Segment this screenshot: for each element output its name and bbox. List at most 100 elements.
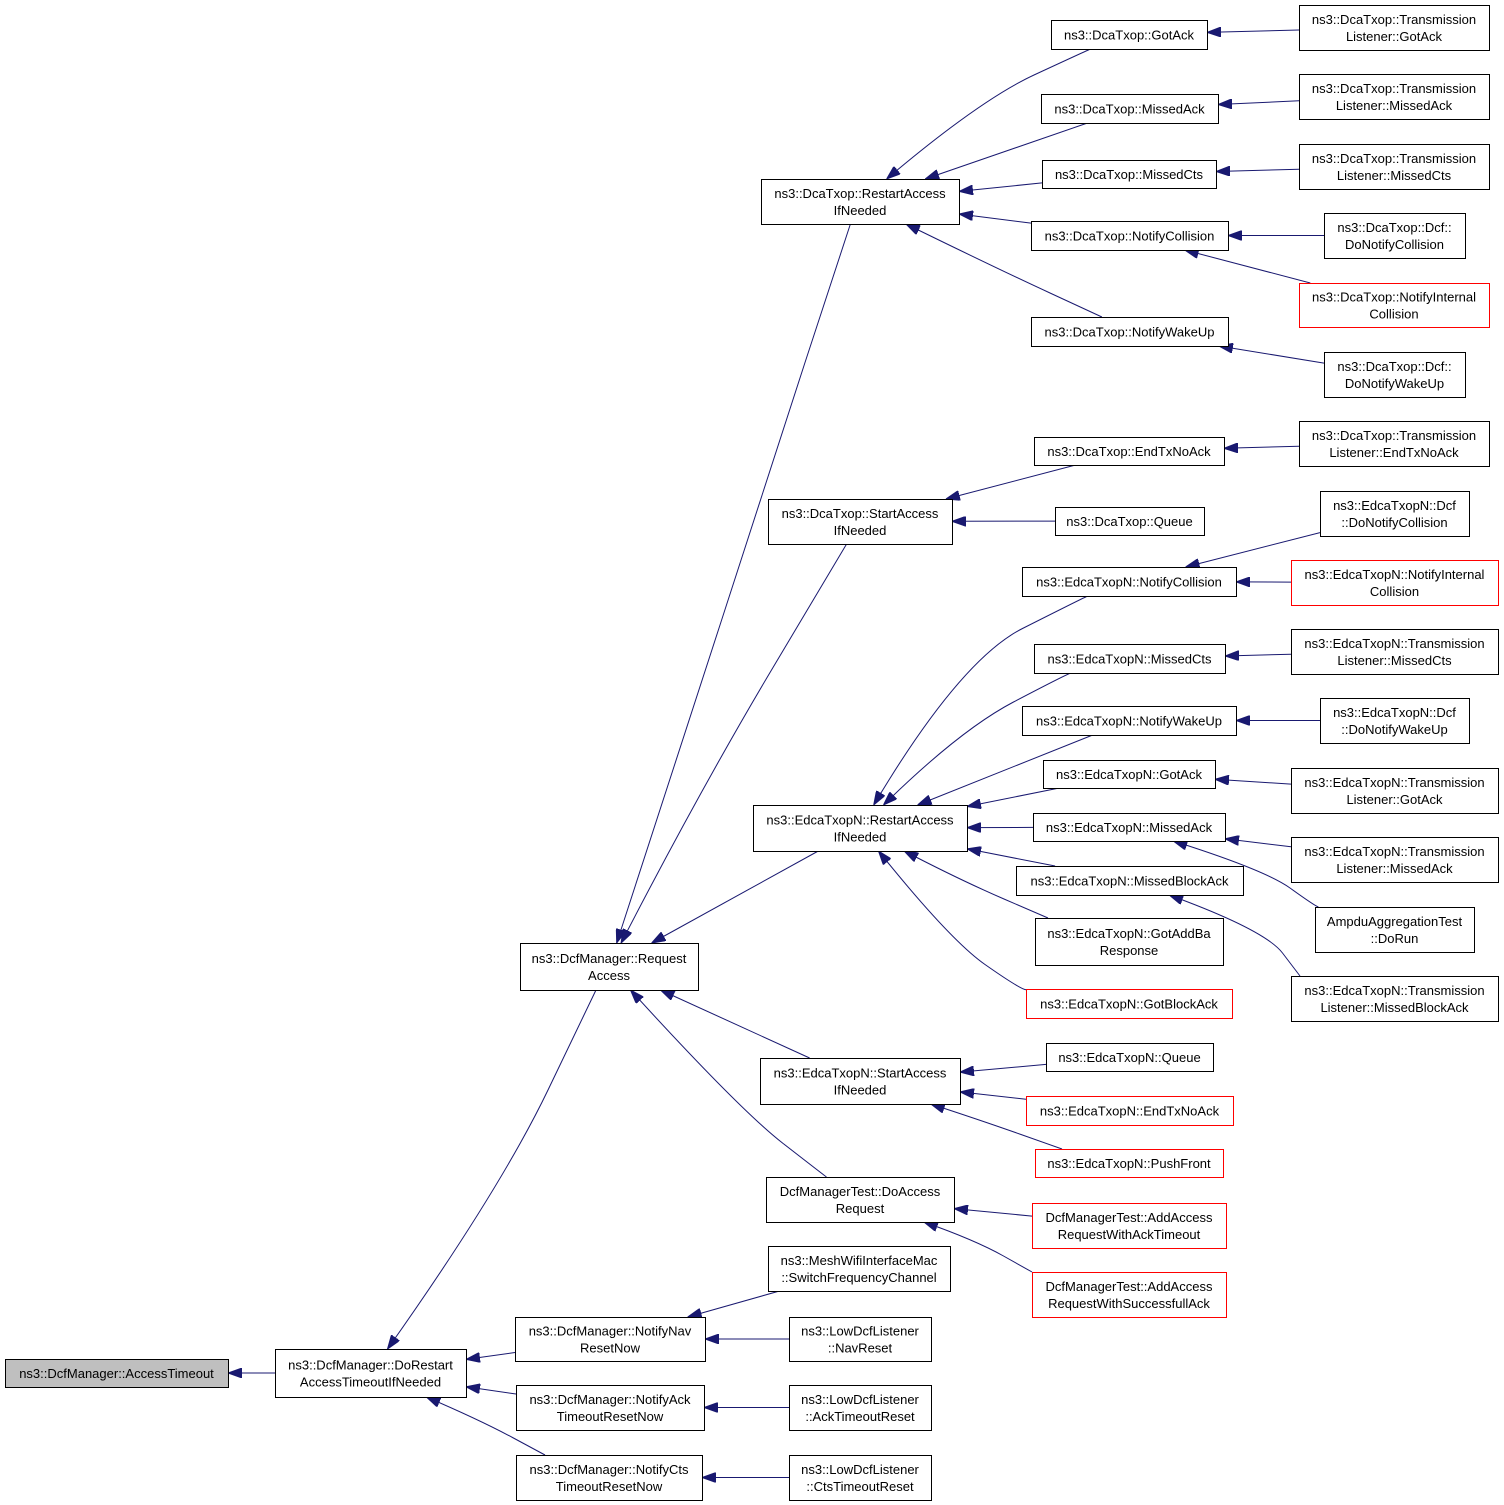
- node-label-line: DcfManagerTest::AddAccess: [1046, 1210, 1213, 1225]
- node-label-line: IfNeeded: [834, 830, 887, 845]
- node-edca-gotack[interactable]: ns3::EdcaTxopN::GotAck: [1043, 760, 1216, 789]
- node-notify-ack-reset[interactable]: ns3::DcfManager::NotifyAckTimeoutResetNo…: [516, 1385, 705, 1431]
- node-low-ctsreset[interactable]: ns3::LowDcfListener::CtsTimeoutReset: [789, 1455, 932, 1501]
- edge-line: [960, 1063, 1047, 1072]
- edge-line: [617, 223, 851, 943]
- edge-line: [931, 1104, 1063, 1150]
- node-do-restart[interactable]: ns3::DcfManager::DoRestartAccessTimeoutI…: [275, 1349, 467, 1398]
- node-dca-missedack[interactable]: ns3::DcaTxop::MissedAck: [1041, 94, 1219, 124]
- node-dca-notifywakeup[interactable]: ns3::DcaTxop::NotifyWakeUp: [1031, 317, 1229, 347]
- node-label-line: DoNotifyCollision: [1345, 237, 1444, 252]
- edge-line: [959, 214, 1032, 224]
- node-edca-missedcts[interactable]: ns3::EdcaTxopN::MissedCts: [1034, 644, 1226, 674]
- edge-line: [1218, 101, 1300, 105]
- node-ampdu-dorun[interactable]: AmpduAggregationTest::DoRun: [1315, 907, 1475, 953]
- node-access-timeout[interactable]: ns3::DcfManager::AccessTimeout: [5, 1359, 229, 1388]
- edge-edca_tl_missedcts-to-edca_missedcts: [1225, 654, 1292, 656]
- node-edca-dcf-donotifycollision[interactable]: ns3::EdcaTxopN::Dcf::DoNotifyCollision: [1320, 491, 1470, 537]
- node-edca-queue[interactable]: ns3::EdcaTxopN::Queue: [1046, 1043, 1214, 1072]
- node-box: [768, 499, 953, 545]
- node-edca-notifycollision[interactable]: ns3::EdcaTxopN::NotifyCollision: [1022, 567, 1237, 597]
- edge-line: [967, 787, 1060, 807]
- edge-dcftest_successack-to-dcftest_doaccess: [924, 1222, 1033, 1273]
- node-label-line: ns3::DcaTxop::Transmission: [1312, 12, 1476, 27]
- node-dca-tl-missedcts[interactable]: ns3::DcaTxop::TransmissionListener::Miss…: [1299, 144, 1490, 190]
- node-box: [275, 1349, 467, 1398]
- node-box: [1022, 706, 1237, 736]
- edge-line: [661, 990, 810, 1059]
- node-edca-tl-missedcts[interactable]: ns3::EdcaTxopN::TransmissionListener::Mi…: [1291, 629, 1499, 675]
- node-label-line: ns3::EdcaTxopN::NotifyInternal: [1305, 567, 1485, 582]
- node-dca-gotack[interactable]: ns3::DcaTxop::GotAck: [1051, 20, 1208, 50]
- node-dca-dcf-donotifycollision[interactable]: ns3::DcaTxop::Dcf::DoNotifyCollision: [1324, 213, 1466, 259]
- node-label-line: ns3::EdcaTxopN::MissedBlockAck: [1031, 874, 1229, 889]
- node-label-line: ns3::EdcaTxopN::StartAccess: [774, 1066, 947, 1081]
- node-label-line: ns3::DcaTxop::Transmission: [1312, 81, 1476, 96]
- node-dca-dcf-donotifywakeup[interactable]: ns3::DcaTxop::Dcf::DoNotifyWakeUp: [1324, 352, 1466, 398]
- node-box: [1291, 629, 1499, 675]
- node-low-ackreset[interactable]: ns3::LowDcfListener::AckTimeoutReset: [789, 1385, 932, 1431]
- node-edca-gotblockack[interactable]: ns3::EdcaTxopN::GotBlockAck: [1026, 989, 1233, 1019]
- edge-line: [426, 1397, 546, 1456]
- node-box: [1034, 437, 1225, 466]
- node-edca-endtxnoack[interactable]: ns3::EdcaTxopN::EndTxNoAck: [1026, 1096, 1234, 1126]
- node-edca-pushfront[interactable]: ns3::EdcaTxopN::PushFront: [1035, 1149, 1224, 1178]
- node-edca-tl-missedblockack[interactable]: ns3::EdcaTxopN::TransmissionListener::Mi…: [1291, 976, 1499, 1022]
- edge-line: [904, 851, 1049, 919]
- node-low-navreset[interactable]: ns3::LowDcfListener::NavReset: [789, 1317, 932, 1362]
- node-box: [789, 1317, 932, 1362]
- node-label-line: ns3::DcfManager::DoRestart: [288, 1358, 453, 1373]
- edge-line: [652, 850, 819, 943]
- node-label-line: ns3::MeshWifiInterfaceMac: [781, 1253, 938, 1268]
- node-dca-missedcts[interactable]: ns3::DcaTxop::MissedCts: [1042, 160, 1217, 189]
- node-label-line: ns3::EdcaTxopN::GotBlockAck: [1040, 997, 1218, 1012]
- edge-edca_tl_missedack-to-edca_missedack: [1225, 839, 1292, 848]
- node-dcftest-ackto[interactable]: DcfManagerTest::AddAccessRequestWithAckT…: [1032, 1203, 1227, 1249]
- node-edca-tl-missedack[interactable]: ns3::EdcaTxopN::TransmissionListener::Mi…: [1291, 837, 1499, 883]
- node-edca-notifywakeup[interactable]: ns3::EdcaTxopN::NotifyWakeUp: [1022, 706, 1237, 736]
- edge-line: [688, 1290, 780, 1317]
- node-edca-missedblockack[interactable]: ns3::EdcaTxopN::MissedBlockAck: [1016, 866, 1244, 896]
- node-edca-dcf-donotifywakeup[interactable]: ns3::EdcaTxopN::Dcf::DoNotifyWakeUp: [1320, 698, 1470, 744]
- edge-edca_notifywakeup-to-edca_restart: [918, 734, 1093, 805]
- node-edca-tl-gotack[interactable]: ns3::EdcaTxopN::TransmissionListener::Go…: [1291, 768, 1499, 814]
- node-dca-tl-missedack[interactable]: ns3::DcaTxop::TransmissionListener::Miss…: [1299, 74, 1490, 120]
- node-edca-missedack[interactable]: ns3::EdcaTxopN::MissedAck: [1033, 813, 1226, 842]
- node-box: [1324, 352, 1466, 398]
- node-label-line: ns3::EdcaTxopN::Dcf: [1333, 705, 1456, 720]
- node-label-line: ns3::DcaTxop::Queue: [1066, 514, 1192, 529]
- node-box: [1026, 1096, 1234, 1126]
- edge-edca_gotack-to-edca_restart: [967, 787, 1060, 807]
- node-mesh-switch[interactable]: ns3::MeshWifiInterfaceMac::SwitchFrequen…: [768, 1246, 951, 1292]
- node-dca-tl-gotack[interactable]: ns3::DcaTxop::TransmissionListener::GotA…: [1299, 5, 1490, 51]
- node-box: [520, 943, 699, 991]
- node-dcftest-successack[interactable]: DcfManagerTest::AddAccessRequestWithSucc…: [1032, 1272, 1227, 1318]
- edge-line: [967, 849, 1056, 867]
- node-box: [1299, 144, 1490, 190]
- node-label-line: ns3::DcaTxop::NotifyInternal: [1312, 290, 1476, 305]
- node-dca-notifycollision[interactable]: ns3::DcaTxop::NotifyCollision: [1031, 221, 1229, 251]
- node-dca-queue[interactable]: ns3::DcaTxop::Queue: [1055, 507, 1205, 536]
- node-dca-tl-endtxnoack[interactable]: ns3::DcaTxop::TransmissionListener::EndT…: [1299, 421, 1490, 467]
- node-box: [1299, 74, 1490, 120]
- node-dca-endtxnoack[interactable]: ns3::DcaTxop::EndTxNoAck: [1034, 437, 1225, 466]
- edge-request_access-to-do_restart: [388, 989, 597, 1349]
- edge-edca_tl_missedblockack-to-edca_missedblockack: [1169, 895, 1301, 977]
- node-notify-cts-reset[interactable]: ns3::DcfManager::NotifyCtsTimeoutResetNo…: [516, 1455, 703, 1501]
- node-box: [766, 1177, 955, 1223]
- node-label-line: ns3::DcaTxop::EndTxNoAck: [1047, 444, 1211, 459]
- node-label-line: ns3::EdcaTxopN::Transmission: [1304, 775, 1484, 790]
- edge-line: [887, 48, 1091, 179]
- edge-edca_gotblockack-to-edca_restart: [879, 851, 1027, 991]
